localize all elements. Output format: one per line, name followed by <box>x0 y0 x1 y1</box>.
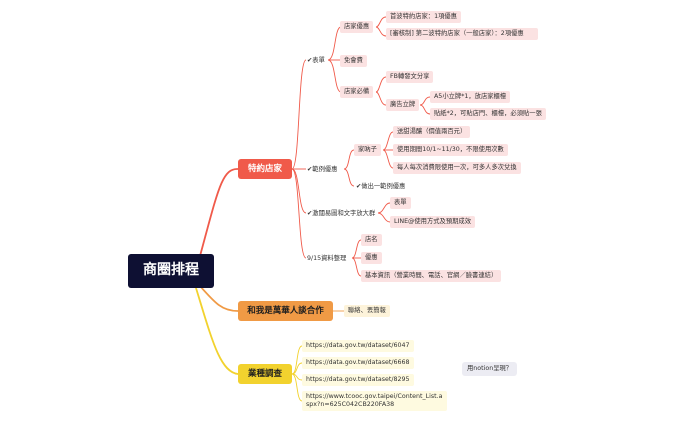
link-dataset-6668[interactable]: https://data.gov.tw/dataset/6668 <box>302 357 414 369</box>
node-first-wave[interactable]: 首波特約店家：1項優惠 <box>386 11 461 23</box>
branch-shop[interactable]: 特約店家 <box>238 159 292 179</box>
link-root-shop <box>199 168 239 257</box>
node-a5-stand[interactable]: A5小立牌*1，放店家櫃檯 <box>430 91 511 103</box>
node-make-sample[interactable]: ✔做出一範例優惠 <box>356 183 406 190</box>
node-basic-info[interactable]: 基本資訊（營業時間、電話、官網／臉書連結） <box>361 270 502 282</box>
node-free-fee[interactable]: 免會費 <box>340 55 367 67</box>
node-ad-stand[interactable]: 廣告立牌 <box>386 99 420 111</box>
floating-note[interactable]: 用notion呈現？ <box>462 362 518 376</box>
link-root-survey <box>195 287 239 375</box>
node-form[interactable]: 表單 <box>390 197 411 209</box>
branch-survey[interactable]: 業種調查 <box>238 364 292 384</box>
branch-collab[interactable]: 和我是萬華人談合作 <box>238 301 333 321</box>
link-root-collab <box>199 285 239 312</box>
node-gift[interactable]: 送甜湯釀（價值兩百元） <box>393 126 471 138</box>
node-second-wave[interactable]: [審核制] 第二波特約店家（一般店家）：2項優惠 <box>386 28 538 40</box>
node-shop-must[interactable]: 店家必備 <box>340 86 374 98</box>
node-store-name[interactable]: 店名 <box>361 234 382 246</box>
node-contact[interactable]: 聯絡、丟簡報 <box>344 305 390 317</box>
root-node[interactable]: 商圈排程 <box>128 254 214 288</box>
node-fb-share[interactable]: FB轉發文分享 <box>386 71 434 83</box>
node-period[interactable]: 使用期間10/1~11/30，不限使用次數 <box>393 144 508 156</box>
node-data-organize[interactable]: 9/15資料整理 <box>307 255 347 262</box>
node-sample-offer[interactable]: ✔範例優惠 <box>307 166 338 173</box>
link-dataset-6047[interactable]: https://data.gov.tw/dataset/6047 <box>302 340 414 352</box>
link-dataset-8295[interactable]: https://data.gov.tw/dataset/8295 <box>302 374 414 386</box>
node-sticker[interactable]: 貼紙*2，可貼店門、櫃檯，必須貼一張 <box>430 108 546 120</box>
node-shop-offer[interactable]: 店家優惠 <box>340 21 374 33</box>
node-offer[interactable]: 優惠 <box>361 252 382 264</box>
node-once[interactable]: 每人每次消費限使用一次，可多人多次兌換 <box>393 162 521 174</box>
link-tcooc[interactable]: https://www.tcooc.gov.taipei/Content_Lis… <box>302 391 447 411</box>
node-line[interactable]: LINE@使用方式及預期成效 <box>390 216 476 228</box>
node-sister[interactable]: 家吶子 <box>354 144 381 156</box>
node-menu[interactable]: ✔表單 <box>307 57 325 64</box>
node-draft[interactable]: ✔激闊易圖和文字放大群 <box>307 210 376 217</box>
